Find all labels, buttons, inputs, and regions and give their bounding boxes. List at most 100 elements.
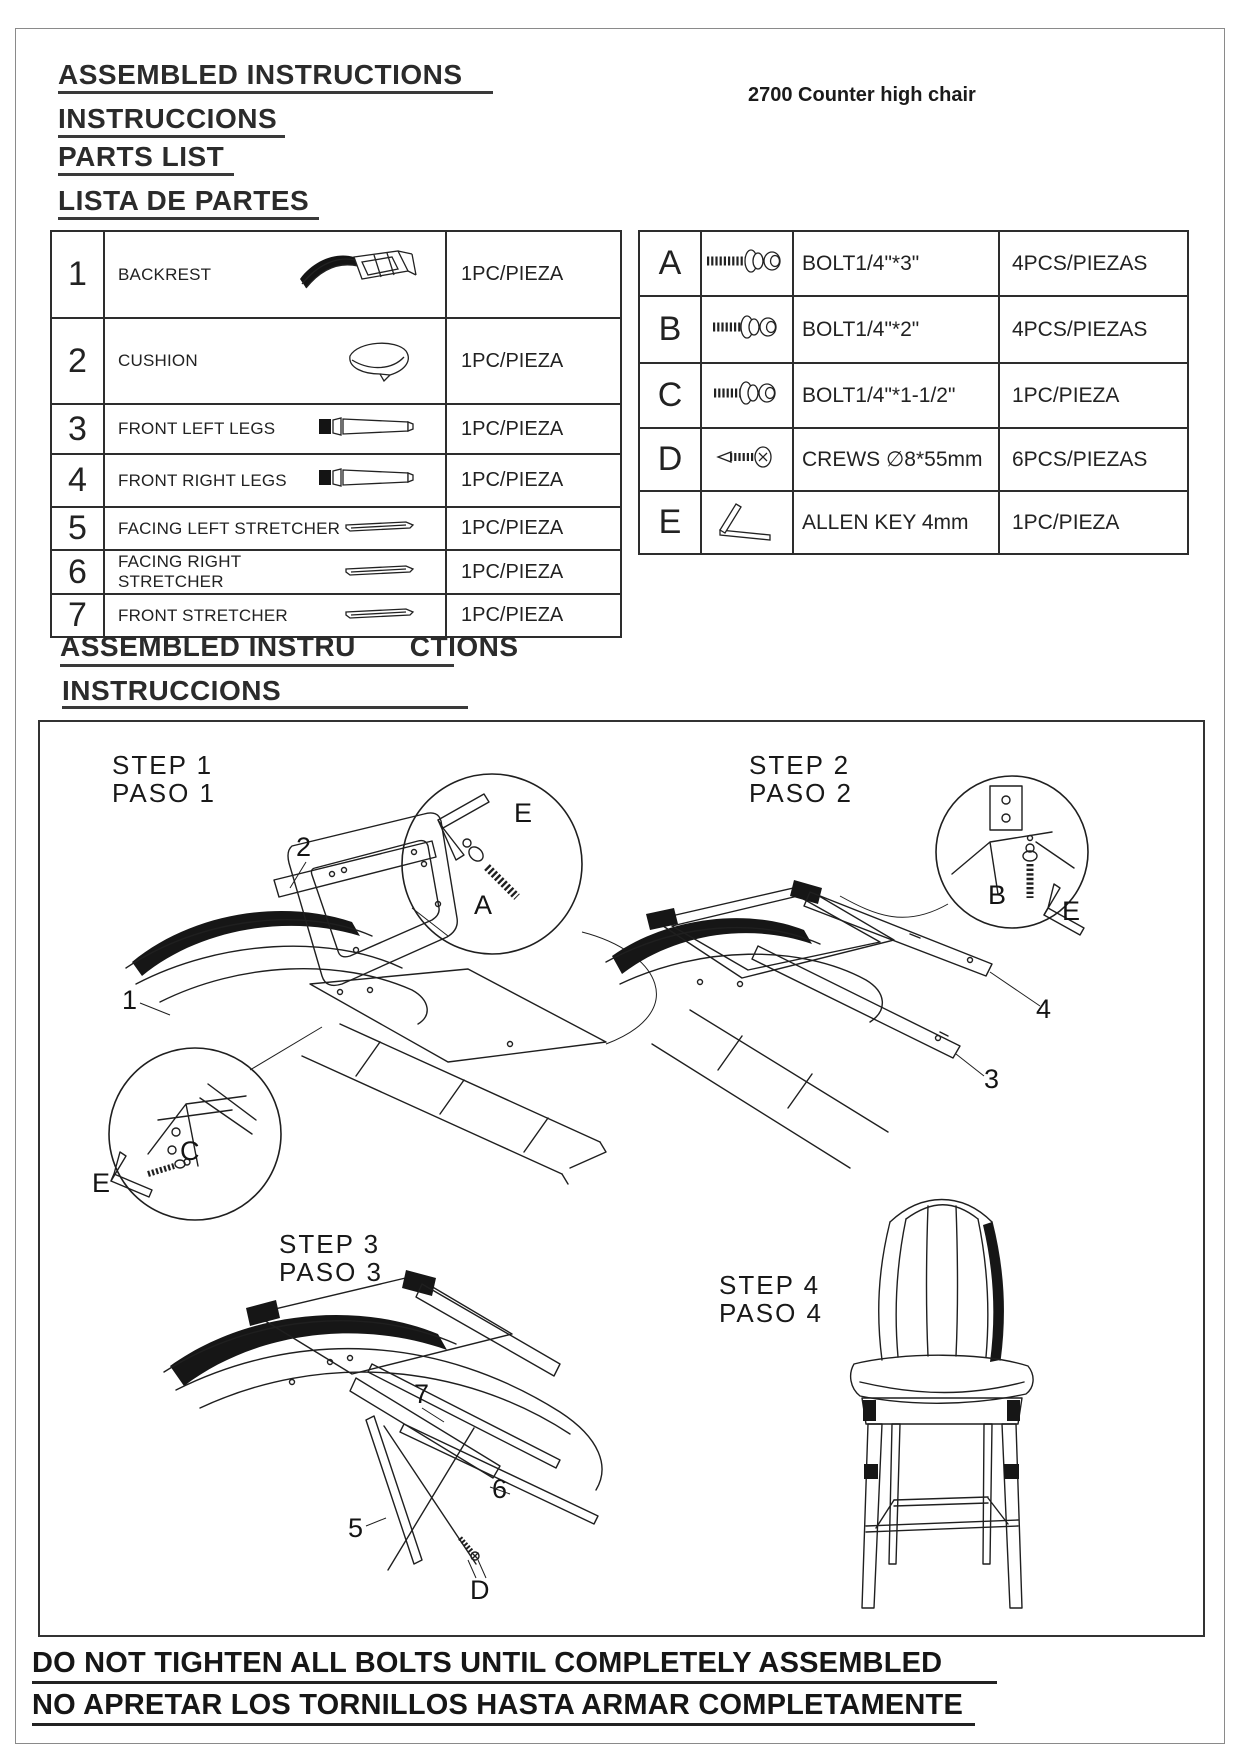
callout-2: 2 [296, 832, 311, 862]
hardware-desc: BOLT1/4"*2" [792, 295, 1000, 364]
hardware-desc: BOLT1/4"*1-1/2" [792, 362, 1000, 429]
parts-table: 1 BACKREST 1PC/PIEZA 2 CUSHION [50, 230, 622, 638]
front-left-leg-icon [316, 413, 418, 446]
step3-paso-label: PASO 3 [279, 1257, 383, 1287]
assembly-diagram: STEP 1 PASO 1 [92, 750, 1089, 1609]
warning-line-es: NO APRETAR LOS TORNILLOS HASTA ARMAR COM… [32, 1690, 975, 1726]
assembled-chair [849, 1198, 1034, 1609]
callout-3: 3 [984, 1064, 999, 1094]
hardware-desc: ALLEN KEY 4mm [792, 490, 1000, 555]
hardware-qty: 6PCS/PIEZAS [998, 427, 1189, 492]
heading-underline [60, 664, 454, 667]
table-row: E ALLEN KEY 4mm 1PC/PIEZA [638, 490, 1189, 555]
part-qty: 1PC/PIEZA [445, 506, 622, 551]
hardware-id: B [638, 295, 702, 364]
part-name: FACING RIGHT STRETCHER [118, 552, 241, 591]
part-name: FACING LEFT STRETCHER [118, 518, 341, 538]
table-row: 3 FRONT LEFT LEGS 1PC/PIEZA [50, 403, 622, 455]
hardware-id: E [638, 490, 702, 555]
heading-instruccions-2: INSTRUCCIONS [62, 675, 282, 706]
seat-frame [246, 1270, 513, 1386]
callout-4: 4 [1036, 994, 1051, 1024]
cushion-icon [338, 334, 418, 389]
callout-6: 6 [492, 1474, 507, 1504]
table-row: B BOLT1/4"*2" 4PCS/PIEZAS [638, 295, 1189, 364]
leg-parts [751, 891, 993, 1059]
hardware-desc: BOLT1/4"*3" [792, 230, 1000, 297]
step1-paso-label: PASO 1 [112, 778, 216, 808]
hardware-qty: 1PC/PIEZA [998, 362, 1189, 429]
hardware-qty: 1PC/PIEZA [998, 490, 1189, 555]
hardware-id: A [638, 230, 702, 297]
part-name: FRONT LEFT LEGS [118, 419, 276, 438]
bolt-icon [709, 315, 785, 348]
table-row: A BOLT1/4"*3" 4PCS/PIEZAS [638, 230, 1189, 297]
hardware-id: D [638, 427, 702, 492]
stretcher-icon [342, 563, 418, 582]
hardware-table: A BOLT1/4"*3" 4PCS/PIEZAS B [638, 230, 1189, 555]
backrest-part [170, 1314, 447, 1386]
heading-underline [62, 706, 468, 709]
part-number: 5 [50, 506, 105, 551]
part-name: FRONT RIGHT LEGS [118, 470, 287, 490]
detail-circle-step1 [401, 773, 583, 955]
step4-label: STEP 4 [719, 1270, 820, 1300]
allen-key-icon [110, 1173, 153, 1198]
part-qty: 1PC/PIEZA [445, 549, 622, 595]
part-qty: 1PC/PIEZA [445, 403, 622, 455]
callout-7: 7 [414, 1379, 429, 1409]
front-right-leg-icon [316, 464, 418, 497]
backrest-icon [292, 245, 418, 304]
heading-instruccions: INSTRUCCIONS [58, 104, 286, 138]
callout-E: E [514, 798, 532, 828]
seat-frame [301, 968, 607, 1185]
step4-illustration: STEP 4 PASO 4 [719, 1198, 1034, 1609]
part-number: 1 [50, 230, 105, 319]
part-qty: 1PC/PIEZA [445, 317, 622, 405]
table-row: D CREWS ∅8*55mm 6PCS/PIEZAS [638, 427, 1189, 492]
part-qty: 1PC/PIEZA [445, 593, 622, 638]
bolt-icon [703, 249, 791, 282]
seat-frame [646, 880, 895, 1169]
backrest-part [132, 910, 360, 976]
part-name: BACKREST [118, 264, 212, 284]
hardware-qty: 4PCS/PIEZAS [998, 295, 1189, 364]
callout-1: 1 [122, 985, 137, 1015]
callout-E: E [1062, 896, 1080, 926]
step3-label: STEP 3 [279, 1229, 380, 1259]
part-qty: 1PC/PIEZA [445, 453, 622, 508]
allen-key-icon [437, 793, 490, 829]
step1-label: STEP 1 [112, 750, 213, 780]
backrest-part [612, 918, 812, 974]
part-number: 7 [50, 593, 105, 638]
part-qty: 1PC/PIEZA [445, 230, 622, 319]
table-row: 2 CUSHION 1PC/PIEZA [50, 317, 622, 405]
part-number: 6 [50, 549, 105, 595]
step1-illustration: STEP 1 PASO 1 [92, 750, 657, 1221]
part-number: 2 [50, 317, 105, 405]
detail-circle-step2 [839, 775, 1089, 936]
callout-5: 5 [348, 1513, 363, 1543]
allen-key-icon [710, 503, 784, 546]
bolt-icon [462, 838, 472, 848]
backrest-frame [273, 812, 458, 987]
callout-D: D [470, 1575, 490, 1605]
product-title: 2700 Counter high chair [748, 84, 976, 106]
leg-parts [349, 1283, 561, 1479]
callout-B: B [988, 880, 1006, 910]
part-name: CUSHION [118, 351, 198, 370]
table-row: 7 FRONT STRETCHER 1PC/PIEZA [50, 593, 622, 638]
stretcher-parts [365, 1363, 599, 1571]
bolt-icon [710, 381, 784, 414]
step3-illustration: STEP 3 PASO 3 [163, 1229, 603, 1605]
heading-assembled-instructions: ASSEMBLED INSTRUCTIONS [58, 60, 493, 94]
detail-circle-step1b [108, 1026, 323, 1221]
warning-line-en: DO NOT TIGHTEN ALL BOLTS UNTIL COMPLETEL… [32, 1648, 998, 1684]
stretcher-icon [342, 606, 418, 625]
table-row: C BOLT1/4"*1-1/2" 1PC/PIEZA [638, 362, 1189, 429]
stretcher-icon [342, 519, 418, 538]
assembly-diagram-box: STEP 1 PASO 1 [38, 720, 1205, 1637]
callout-A: A [474, 890, 492, 920]
hardware-desc: CREWS ∅8*55mm [792, 427, 1000, 492]
